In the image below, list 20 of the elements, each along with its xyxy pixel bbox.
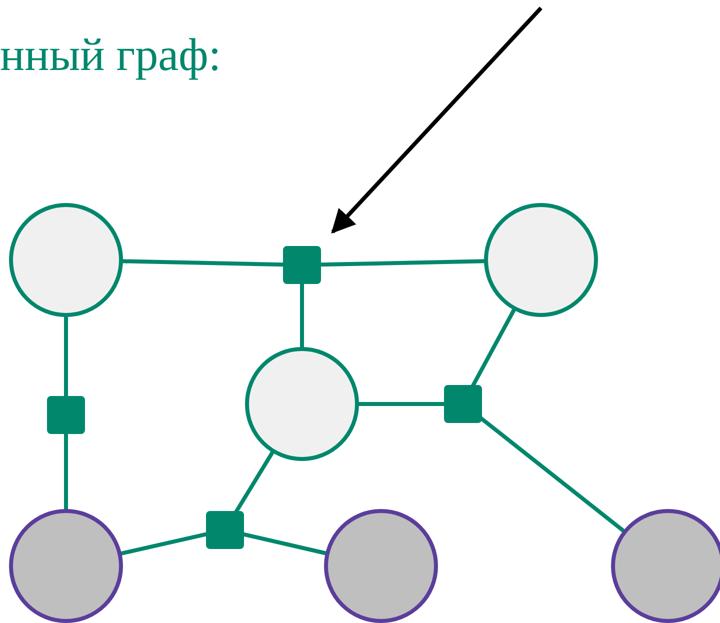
variable-circle bbox=[484, 203, 598, 317]
edge-line bbox=[242, 532, 328, 556]
edge-line bbox=[64, 315, 68, 398]
observed-variable-circle bbox=[9, 509, 123, 623]
edge-line bbox=[119, 532, 208, 556]
factor-square bbox=[206, 511, 244, 549]
edge-line bbox=[357, 402, 446, 406]
factor-square bbox=[444, 385, 482, 423]
pointer-arrow bbox=[331, 6, 542, 234]
variable-circle bbox=[9, 203, 123, 317]
observed-variable-circle bbox=[324, 509, 438, 623]
title: нный граф: bbox=[0, 32, 222, 78]
edge-line bbox=[478, 416, 626, 534]
factor-square bbox=[47, 396, 85, 434]
edge-line bbox=[300, 282, 304, 349]
edge-line bbox=[64, 432, 68, 511]
variable-circle bbox=[245, 347, 359, 461]
edge-line bbox=[470, 307, 517, 388]
edge-line bbox=[120, 259, 286, 267]
factor-square bbox=[283, 246, 321, 284]
